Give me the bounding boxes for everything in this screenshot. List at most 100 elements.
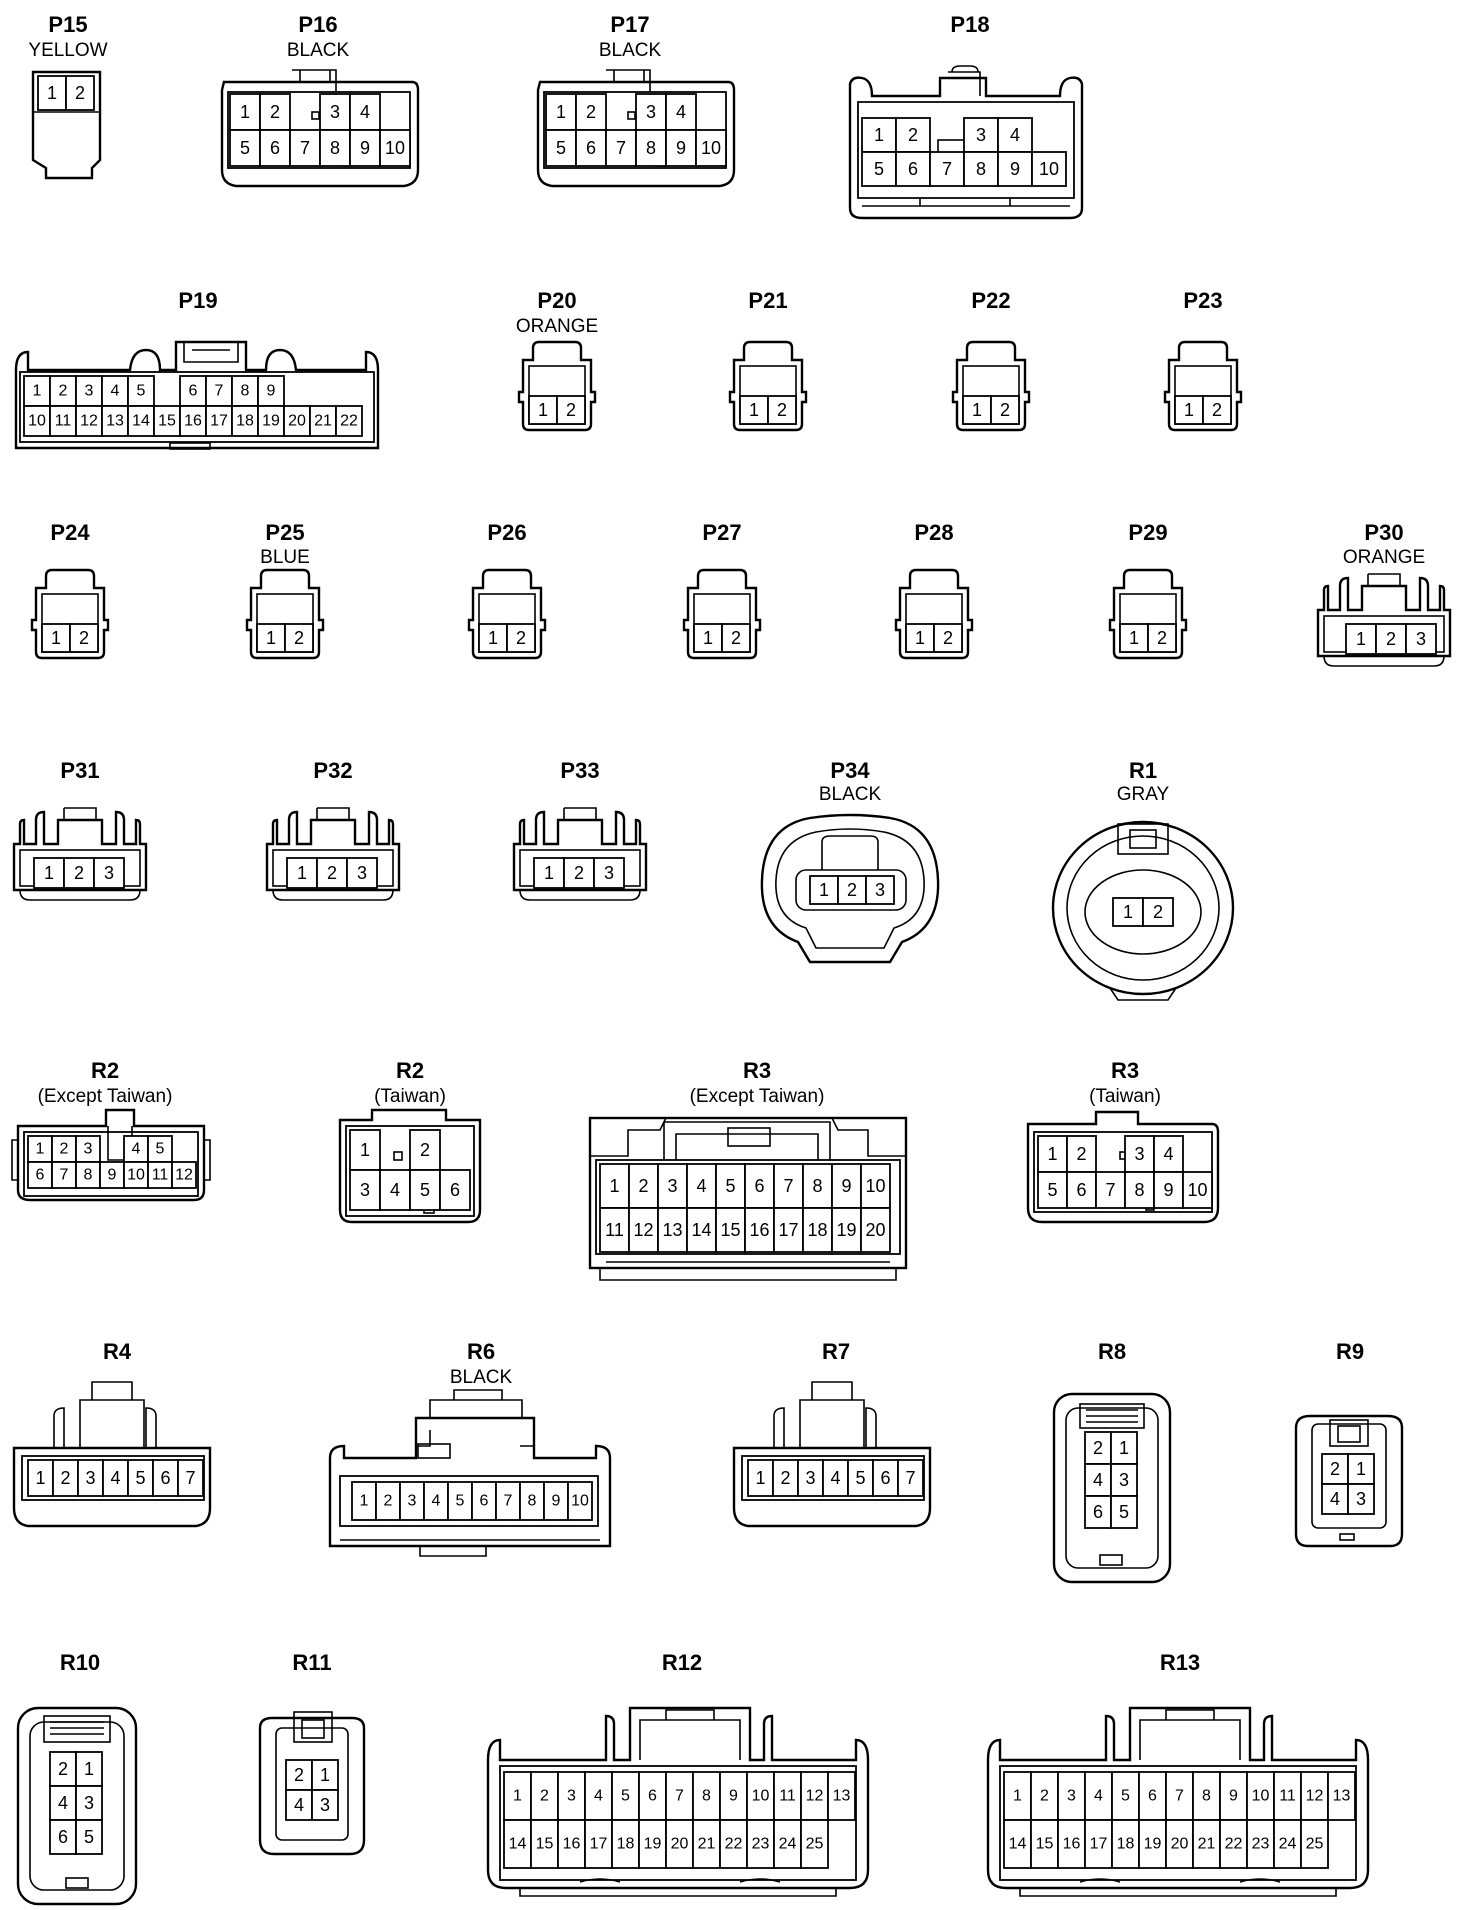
- pin-number: 21: [698, 1836, 716, 1853]
- pin-cell: [827, 1771, 856, 1821]
- label-p30: ORANGE: [1343, 547, 1425, 568]
- code-p16: P16: [298, 12, 337, 37]
- pin-cell: [665, 1819, 694, 1869]
- pin-cell: [286, 857, 318, 889]
- pin-number: 1: [609, 1176, 619, 1196]
- pin-cell: [860, 1207, 891, 1253]
- connector-bodies: [11, 65, 1452, 1906]
- pin-number: 20: [865, 1220, 885, 1240]
- label-r6: BLACK: [450, 1367, 513, 1388]
- pin-cell: [311, 1789, 339, 1821]
- pin-number: 7: [1105, 1180, 1115, 1200]
- pin-number: 13: [662, 1220, 682, 1240]
- pin-number: 1: [513, 1788, 522, 1805]
- pin-number: 9: [1229, 1788, 1238, 1805]
- pin-number: 1: [538, 400, 548, 420]
- pin-cell: [101, 405, 129, 437]
- pin-number: 1: [1013, 1788, 1022, 1805]
- pin-cell: [127, 1459, 154, 1497]
- pin-number: 4: [1010, 125, 1020, 145]
- pin-cell: [1192, 1771, 1221, 1821]
- pin-number: 9: [1163, 1180, 1173, 1200]
- pin-number: 6: [754, 1176, 764, 1196]
- pin-number: 5: [1121, 1788, 1130, 1805]
- pin-number: 23: [1252, 1836, 1270, 1853]
- pin-cell: [1031, 151, 1067, 187]
- pin-number: 3: [1119, 1470, 1129, 1490]
- pin-number: 1: [33, 383, 42, 400]
- pin-number: 1: [84, 1759, 94, 1779]
- pin-number: 6: [480, 1493, 489, 1510]
- pin-number: 19: [644, 1836, 662, 1853]
- pin-cell: [1124, 1171, 1155, 1209]
- pin-number: 11: [779, 1788, 796, 1805]
- pin-number: 2: [1386, 629, 1396, 649]
- code-p26: P26: [487, 520, 526, 545]
- pin-cell: [506, 623, 536, 653]
- pin-cell: [872, 1459, 899, 1497]
- pin-number: 4: [1094, 1788, 1103, 1805]
- pin-cell: [767, 395, 797, 425]
- pin-cell: [503, 1771, 532, 1821]
- pin-cell: [860, 1163, 891, 1209]
- pin-cell: [1030, 1819, 1059, 1869]
- pin-number: 4: [830, 1468, 840, 1488]
- pin-number: 10: [1039, 159, 1059, 179]
- pin-number: 1: [35, 1468, 45, 1488]
- pin-number: 2: [384, 1493, 393, 1510]
- pin-number: 20: [671, 1836, 689, 1853]
- pin-number: 1: [544, 863, 554, 883]
- pin-number: 5: [240, 138, 250, 158]
- pin-number: 6: [160, 1468, 170, 1488]
- code-p29: P29: [1128, 520, 1167, 545]
- pin-number: 9: [1010, 159, 1020, 179]
- pin-cell: [575, 93, 607, 131]
- pin-number: 2: [1212, 400, 1222, 420]
- label-p25: BLUE: [260, 547, 310, 568]
- pin-number: 8: [330, 138, 340, 158]
- pin-cell: [1192, 1819, 1221, 1869]
- code-p30: P30: [1364, 520, 1403, 545]
- pin-number: 12: [633, 1220, 653, 1240]
- pin-number: 1: [1356, 1459, 1366, 1479]
- pin-cell: [638, 1819, 667, 1869]
- pin-number: 4: [58, 1793, 68, 1813]
- pin-number: 2: [270, 102, 280, 122]
- pin-number: 19: [836, 1220, 856, 1240]
- pin-cell: [556, 395, 586, 425]
- pin-cell: [746, 1819, 775, 1869]
- pin-number: 7: [783, 1176, 793, 1196]
- pin-number: 22: [1225, 1836, 1243, 1853]
- pin-cell: [686, 1163, 717, 1209]
- pin-number: 6: [1093, 1502, 1103, 1522]
- pin-number: 2: [908, 125, 918, 145]
- pin-number: 13: [1333, 1788, 1351, 1805]
- pin-number: 2: [638, 1176, 648, 1196]
- code-p34: P34: [830, 758, 870, 783]
- pin-number: 4: [696, 1176, 706, 1196]
- pin-number: 5: [725, 1176, 735, 1196]
- pin-cell: [1345, 623, 1377, 655]
- pin-number: 10: [865, 1176, 885, 1196]
- pin-cell: [1084, 1495, 1112, 1529]
- pin-cell: [1347, 1453, 1375, 1485]
- pin-number: 9: [841, 1176, 851, 1196]
- pin-cell: [1273, 1819, 1302, 1869]
- pin-cell: [49, 1819, 77, 1855]
- pin-number: 1: [703, 628, 713, 648]
- pin-number: 10: [701, 138, 721, 158]
- pin-number: 1: [1123, 902, 1133, 922]
- pin-cell: [75, 1135, 101, 1163]
- code-p23: P23: [1183, 288, 1222, 313]
- pin-number: 2: [59, 383, 68, 400]
- pin-number: 20: [288, 413, 306, 430]
- pin-cell: [1405, 623, 1437, 655]
- pin-cell: [773, 1771, 802, 1821]
